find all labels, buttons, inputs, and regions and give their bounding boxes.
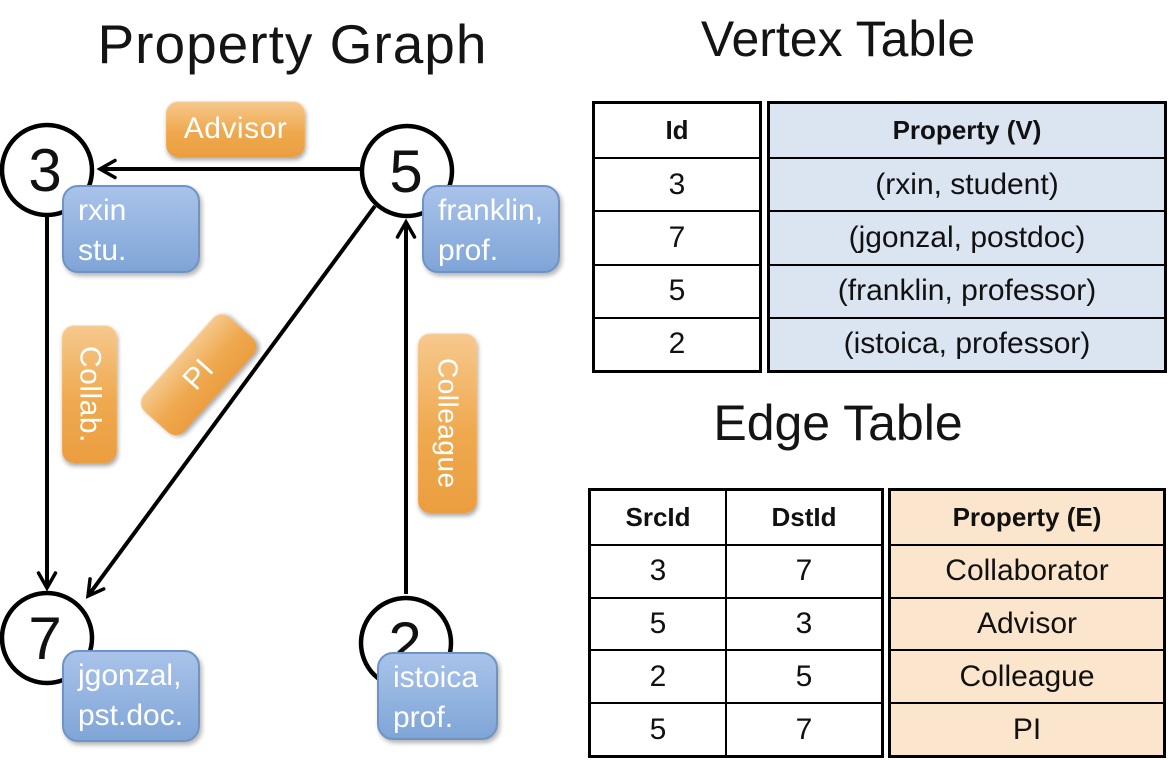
property-line: istoica [393,661,479,694]
vertex-property-cell: (rxin, student) [770,157,1164,210]
property-line: franklin, [438,194,544,227]
vertex-node-7-id: 7 [28,605,61,672]
vertex-node-3-id: 3 [28,137,61,204]
edge-table-srcid-header: SrcId [625,501,691,532]
edge-table-title: Edge Table [713,395,963,451]
edge-table-property-column: Property (E) Collaborator Advisor Collea… [888,488,1166,758]
vertex-property-cell: (jgonzal, postdoc) [770,210,1164,263]
edge-dstid-cell: 7 [725,702,881,755]
vertex-table-property-header: Property (V) [892,115,1042,146]
vertex-property-box-rxin: rxin stu. [62,185,200,273]
vertex-property-cell: (istoica, professor) [770,316,1164,370]
edge-dstid-cell: 3 [725,596,881,650]
edge-srcid-cell: 3 [591,543,725,597]
edge-property-cell: PI [891,702,1163,755]
edge-label-advisor: Advisor [166,101,305,157]
edge-srcid-cell: 5 [591,702,725,755]
vertex-property-box-franklin: franklin, prof. [422,185,560,273]
property-line: stu. [78,234,127,267]
edge-label-collab: Collab. [62,325,117,463]
vertex-table-title: Vertex Table [700,11,976,67]
vertex-table-id-header: Id [665,115,689,146]
property-line: rxin [78,194,127,227]
vertex-property-box-istoica: istoica prof. [377,652,498,740]
vertex-id-cell: 3 [595,157,759,210]
edge-table-property-header: Property (E) [952,501,1102,532]
edge-label-colleague: Colleague [418,333,477,513]
edge-dstid-cell: 5 [725,649,881,703]
vertex-id-cell: 5 [595,263,759,317]
vertex-table-property-column: Property (V) (rxin, student) (jgonzal, p… [767,101,1167,373]
edge-table-id-columns: SrcId DstId 3 7 5 3 2 5 5 7 [588,488,884,758]
vertex-node-5-id: 5 [389,138,422,205]
edge-srcid-cell: 5 [591,596,725,650]
edge-property-cell: Advisor [891,596,1163,650]
property-line: pst.doc. [78,699,184,732]
edge-srcid-cell: 2 [591,649,725,702]
property-graph-title: Property Graph [97,13,488,75]
property-line: prof. [393,701,454,734]
vertex-table-id-column: Id 3 7 5 2 [592,101,762,373]
edge-table-dstid-header: DstId [725,491,881,544]
edge-dstid-cell: 7 [725,543,881,597]
vertex-id-cell: 2 [595,316,759,370]
vertex-property-box-jgonzal: jgonzal, pst.doc. [62,650,200,742]
edge-pi-5-to-7 [85,204,377,599]
property-line: jgonzal, [78,659,182,692]
vertex-id-cell: 7 [595,210,759,263]
property-line: prof. [438,234,499,267]
edge-property-cell: Colleague [891,649,1163,702]
vertex-property-cell: (franklin, professor) [770,263,1164,317]
edge-property-cell: Collaborator [891,543,1163,597]
